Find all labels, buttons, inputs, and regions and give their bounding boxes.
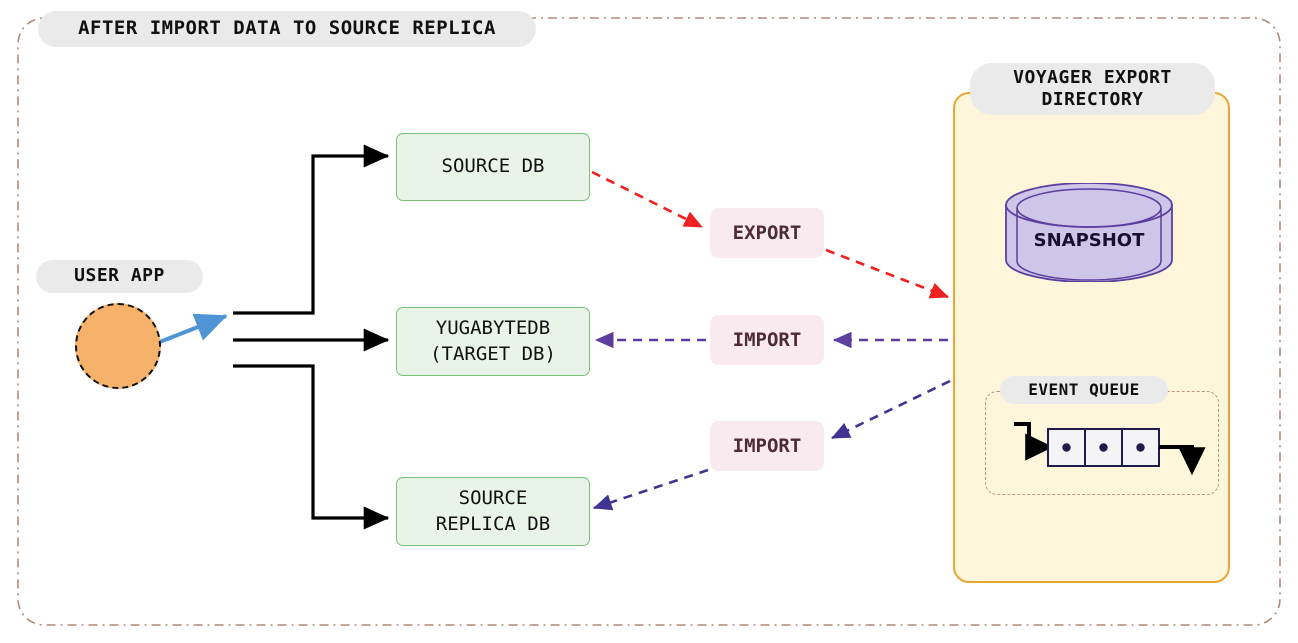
import-replica-arrow-segment-2 <box>593 468 709 511</box>
userapp-to-bus-arrow <box>151 313 228 347</box>
diagram-title: AFTER IMPORT DATA TO SOURCE REPLICA <box>38 11 536 47</box>
export-arrow-segment-2 <box>825 248 949 299</box>
import-target-edge-label: IMPORT <box>710 315 824 365</box>
outer-dashed-border <box>17 17 1281 626</box>
target-db-node[interactable]: YUGABYTEDB (TARGET DB) <box>396 307 590 376</box>
snapshot-cylinder-icon <box>1005 183 1173 282</box>
export-edge-label: EXPORT <box>710 208 824 258</box>
event-queue-label: EVENT QUEUE <box>1000 376 1168 404</box>
bus-to-replica-db-connector <box>233 364 390 530</box>
event-queue-cell-dot <box>1136 443 1145 452</box>
voyager-export-directory-label: VOYAGER EXPORT DIRECTORY <box>970 63 1215 115</box>
voyager-export-directory-panel <box>953 92 1230 583</box>
bus-to-source-db-connector <box>233 144 390 315</box>
source-replica-db-node[interactable]: SOURCE REPLICA DB <box>396 477 590 546</box>
export-arrow-segment-1 <box>591 170 703 229</box>
event-queue-cell-dot <box>1062 443 1071 452</box>
import-replica-edge-label: IMPORT <box>710 421 824 471</box>
import-replica-arrow-segment-1 <box>831 379 951 440</box>
event-queue-out-arrow <box>1159 445 1206 476</box>
event-queue-cell-dot <box>1099 443 1108 452</box>
user-app-label: USER APP <box>36 260 203 293</box>
source-db-node[interactable]: SOURCE DB <box>396 133 590 201</box>
user-app-circle <box>75 303 161 389</box>
event-queue-in-arrow <box>1014 422 1054 461</box>
snapshot-label: SNAPSHOT <box>1033 230 1145 251</box>
